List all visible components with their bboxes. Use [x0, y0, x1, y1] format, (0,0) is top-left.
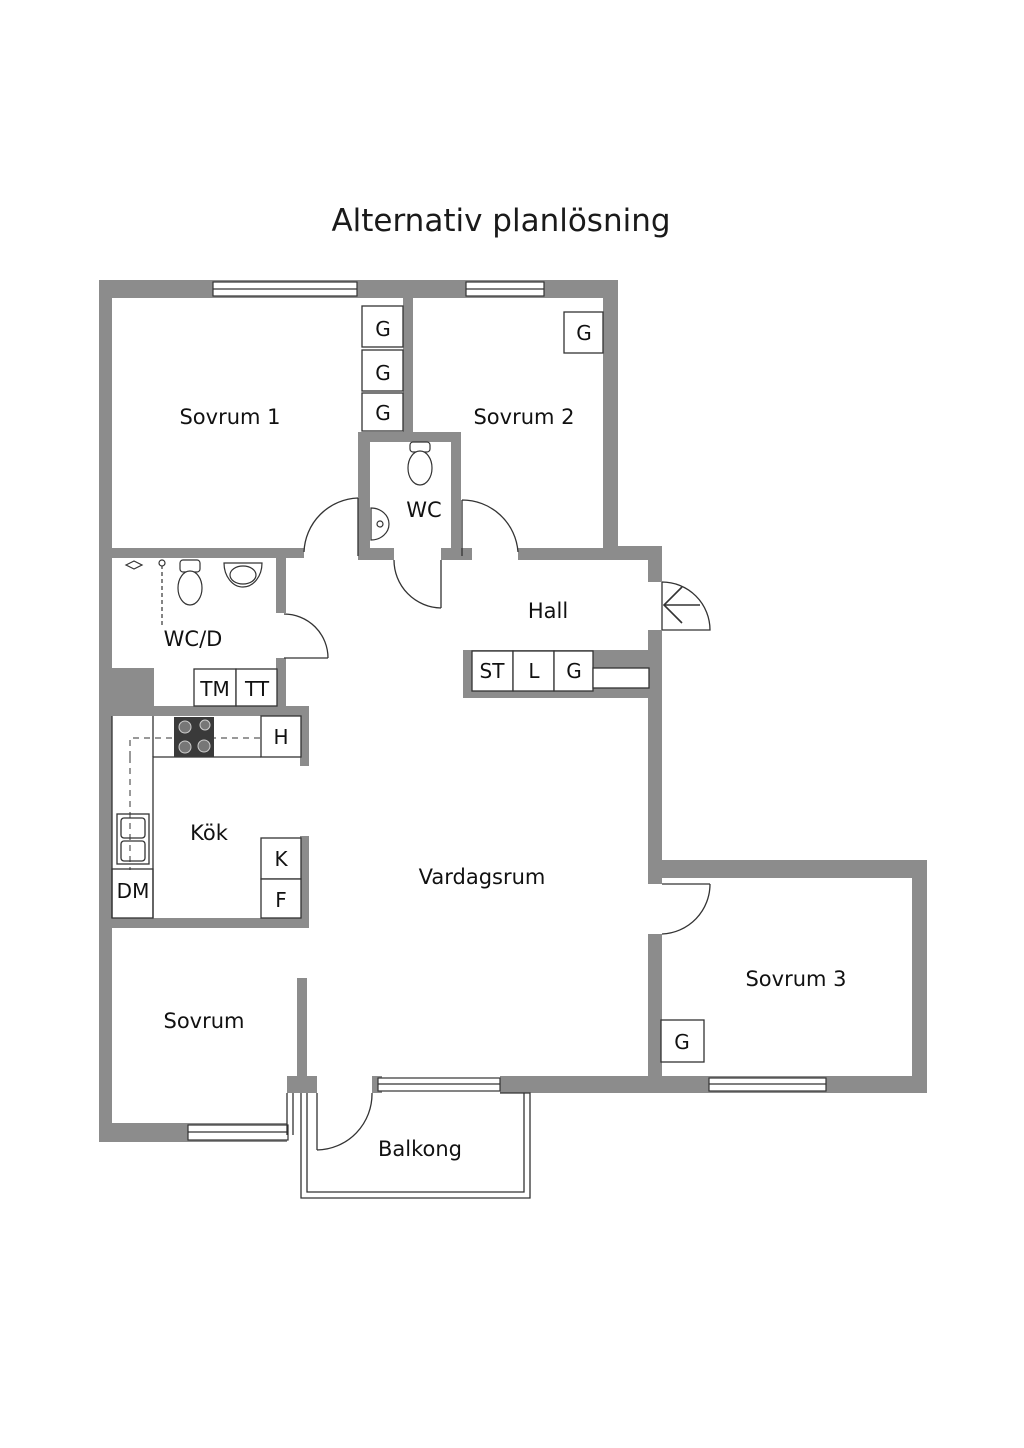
toilet-wcd-icon	[177, 559, 203, 606]
kitchen-counter	[111, 716, 261, 918]
stove	[174, 717, 214, 757]
wall-kok-right-a	[300, 706, 309, 766]
door-wcd	[283, 613, 329, 659]
room-label-sovrum3: Sovrum 3	[745, 967, 846, 991]
wall-living-bottom-b	[372, 1076, 382, 1093]
wall-wc-bottom-b	[441, 548, 472, 560]
wall-hall-right-b	[648, 630, 662, 860]
balcony	[286, 1092, 531, 1199]
wardrobe-label: G	[674, 1030, 690, 1054]
wardrobe-label: G	[576, 321, 592, 345]
wall-s1-bottom	[112, 548, 304, 558]
wall-s1s2	[403, 296, 413, 436]
room-label-sovrum2: Sovrum 2	[473, 405, 574, 429]
tm-label: TM	[199, 677, 229, 701]
room-label-wc: WC	[406, 498, 441, 522]
door-sovrum3	[661, 883, 711, 935]
door-entry	[661, 581, 711, 631]
door-sovrum2	[461, 499, 519, 556]
wall-wcd-right-b	[276, 658, 286, 708]
storage-labels: G G G G ST L G TM TT H K F DM G	[117, 317, 690, 1054]
wall-s3-top	[648, 860, 927, 878]
wall-wc-top	[358, 432, 461, 442]
entry-arrow-icon	[662, 586, 700, 624]
wall-sovrum-right	[297, 978, 307, 1093]
wall-right-upper	[603, 280, 618, 548]
wall-wc-right	[451, 432, 461, 560]
wall-s3-right	[912, 860, 927, 1093]
wall-wcd-right	[276, 558, 286, 613]
plan-title: Alternativ planlösning	[331, 203, 671, 239]
wardrobe-label: G	[566, 659, 582, 683]
wall-s2-bottom	[518, 548, 606, 560]
room-label-kok: Kök	[190, 821, 229, 845]
washbasin-wcd-icon	[223, 562, 263, 588]
wall-hall-right-a	[648, 546, 662, 582]
wall-s3-door-top	[648, 876, 662, 884]
room-label-balkong: Balkong	[378, 1137, 462, 1161]
room-label-vardagsrum: Vardagsrum	[419, 865, 546, 889]
wall-hall-top	[603, 546, 662, 560]
fridge-label: K	[274, 847, 288, 871]
storage-boxes	[111, 305, 705, 1063]
wall-corner-block	[112, 668, 154, 708]
shower-icon	[124, 559, 166, 625]
room-label-wcd: WC/D	[164, 627, 223, 651]
wall-wc-bottom	[358, 548, 394, 560]
wardrobe-label: G	[375, 317, 391, 341]
door-sovrum1	[303, 497, 359, 556]
wall-s3-left-b	[648, 934, 662, 1082]
wall-living-bottom	[500, 1076, 660, 1093]
sink	[116, 813, 150, 865]
room-label-sovrum1: Sovrum 1	[179, 405, 280, 429]
room-label-hall: Hall	[528, 599, 568, 623]
washbasin-wc-icon	[370, 507, 390, 541]
windows	[187, 281, 827, 1141]
wall-kok-bottom	[112, 918, 308, 928]
hood-label: H	[273, 725, 288, 749]
storage-l-label: L	[528, 659, 540, 683]
room-labels: Sovrum 1 Sovrum 2 WC WC/D Hall Kök Varda…	[163, 405, 846, 1161]
tt-label: TT	[244, 677, 270, 701]
toilet-wc-icon	[407, 441, 433, 486]
wall-wc-left	[358, 432, 370, 560]
door-wc	[393, 559, 442, 609]
freezer-label: F	[275, 888, 287, 912]
storage-st-label: ST	[480, 659, 506, 683]
wardrobe-label: G	[375, 361, 391, 385]
wall-left	[99, 280, 112, 1142]
dishwasher-label: DM	[117, 879, 150, 903]
wardrobe-label: G	[375, 401, 391, 425]
sanitary	[124, 441, 433, 625]
doors	[283, 497, 711, 1151]
room-label-sovrum: Sovrum	[163, 1009, 244, 1033]
wall-wcd-bottom	[112, 706, 308, 716]
door-balkong	[316, 1092, 373, 1151]
wall-kok-right-b	[300, 836, 309, 928]
